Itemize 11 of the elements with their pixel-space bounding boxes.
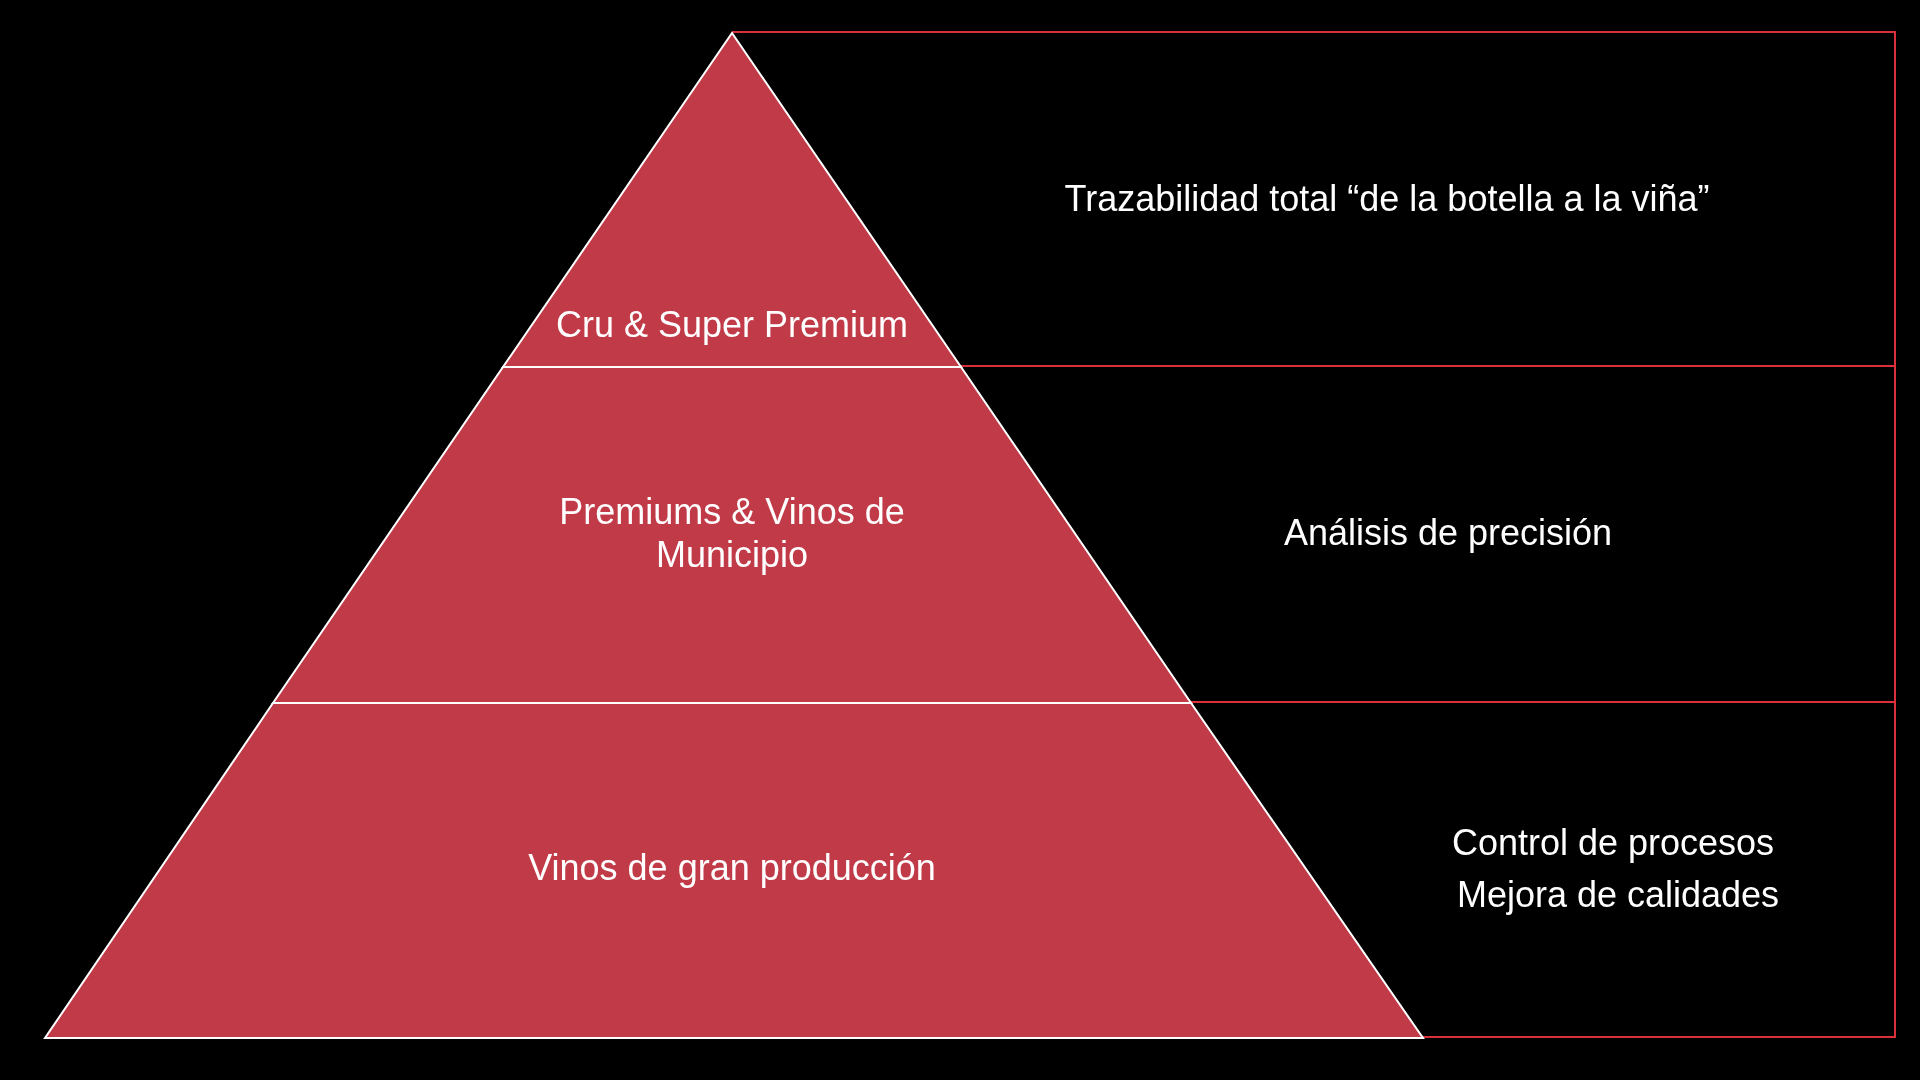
pyramid-middle-tier (273, 367, 1191, 703)
info-panel (961, 31, 1896, 367)
info-panel (1423, 703, 1896, 1038)
tier-label: Vinos de gran producción (528, 846, 936, 890)
panel-text: Trazabilidad total “de la botella a la viña” (1064, 177, 1710, 221)
panel-text: Mejora de calidades (1456, 873, 1780, 917)
pyramid-base-tier (45, 703, 1423, 1038)
panel-text: Control de procesos (1451, 821, 1775, 865)
tier-label: Cru & Super Premium (555, 303, 909, 347)
panel-text: Análisis de precisión (1283, 511, 1613, 555)
tier-label: Premiums & Vinos de Municipio (558, 489, 906, 577)
